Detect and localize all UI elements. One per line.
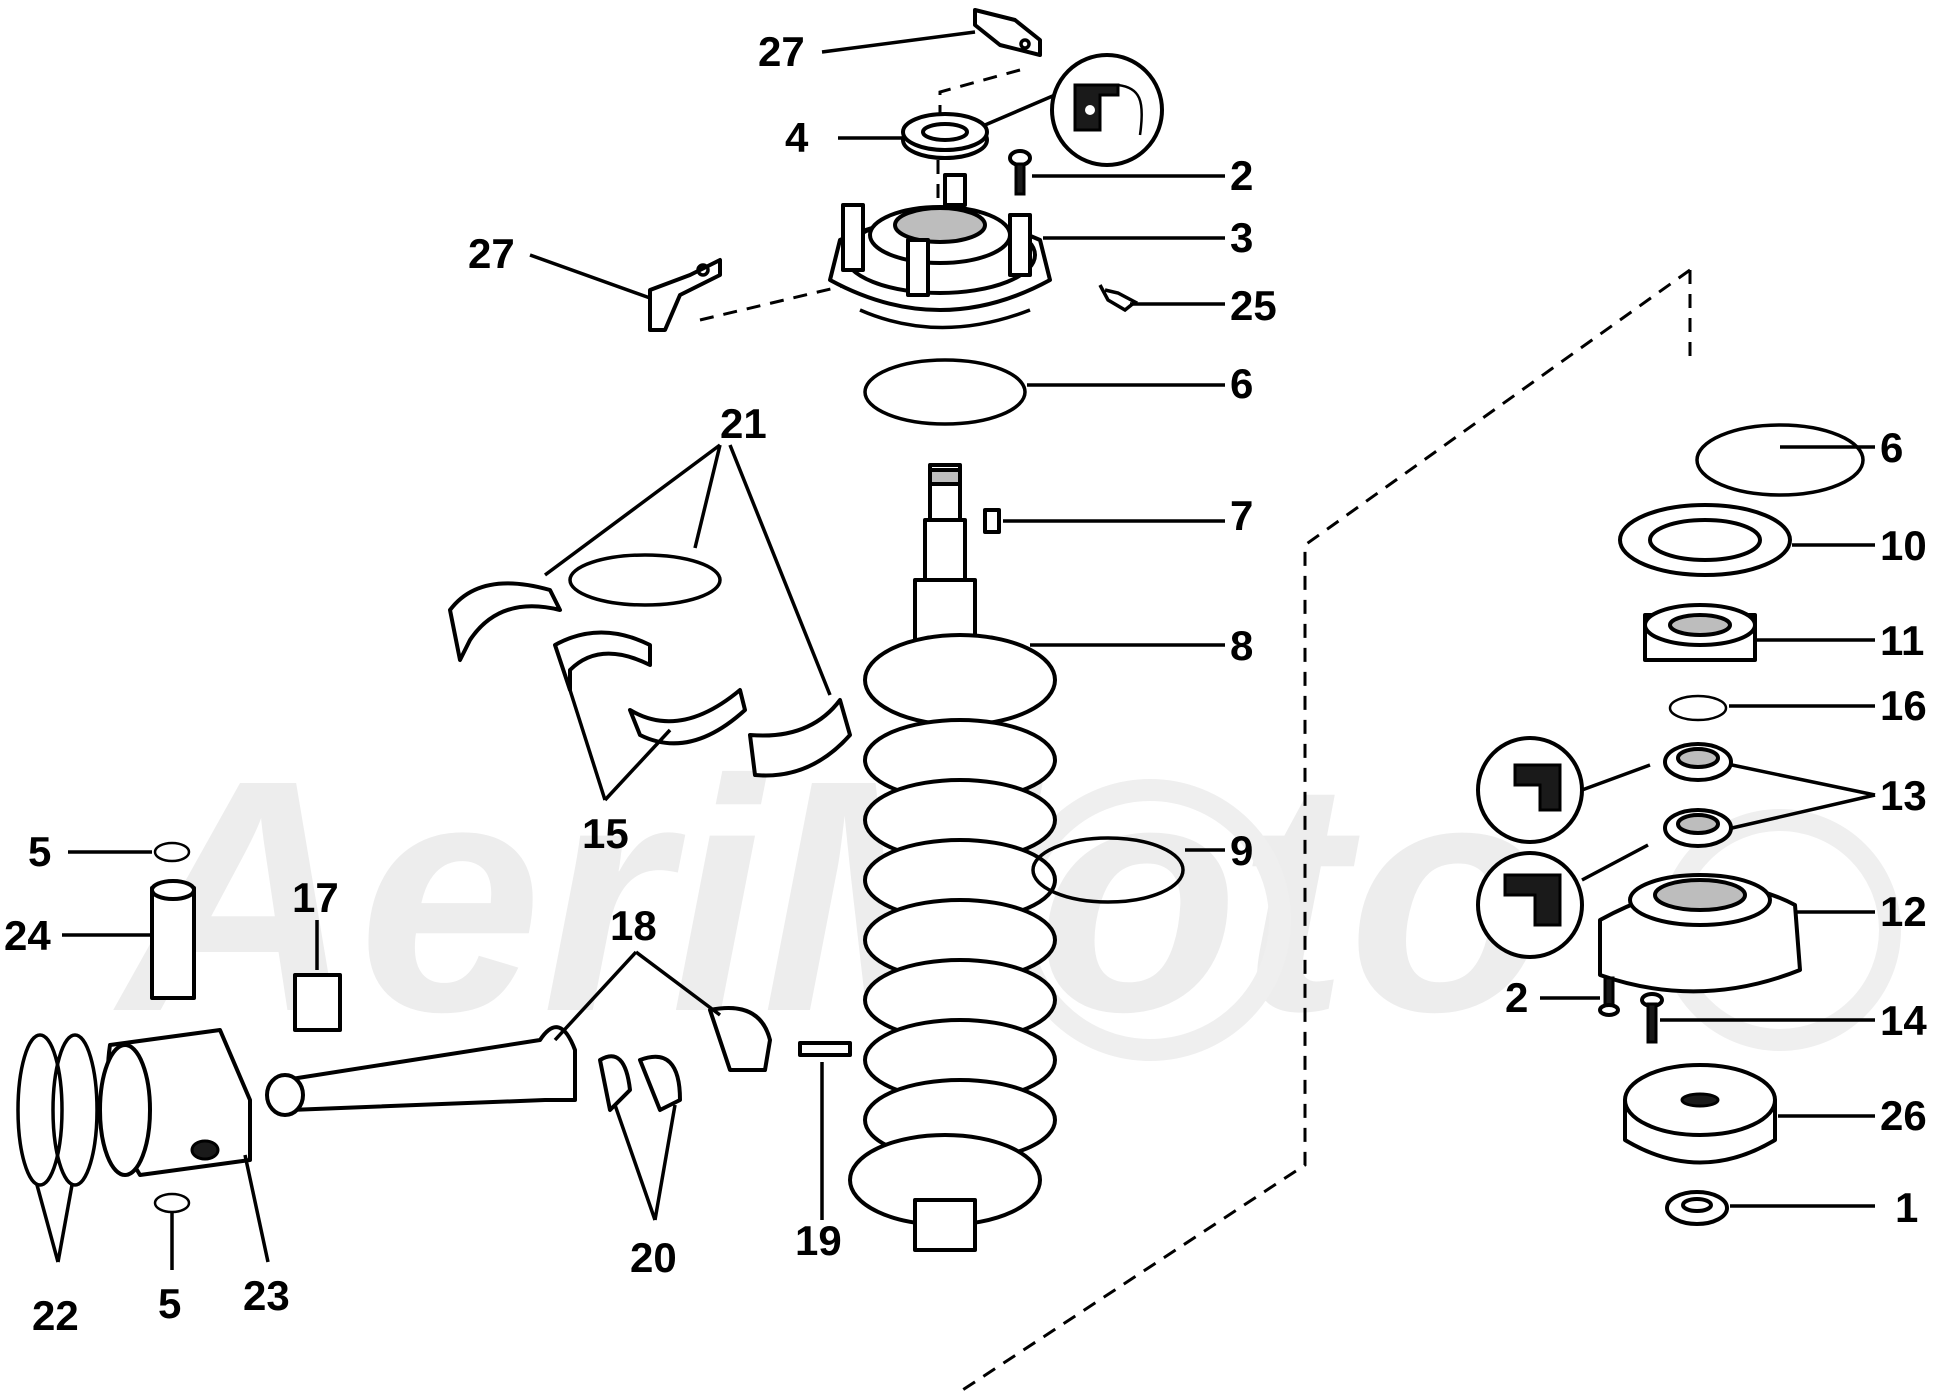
watermark: AeriMoto <box>110 711 1901 1080</box>
callout-5-bottom: 5 <box>158 1280 181 1327</box>
callout-6-center: 6 <box>1230 360 1253 407</box>
callout-22: 22 <box>32 1292 79 1339</box>
needle-bearing-17 <box>293 973 342 1032</box>
section-boundary <box>954 268 1692 1397</box>
watermark-text: AeriMoto <box>110 711 1550 1080</box>
bearing-cage-15-a <box>553 630 652 692</box>
bearing-26 <box>1623 1063 1777 1165</box>
callout-27-top: 27 <box>758 28 805 75</box>
piston-pin-24 <box>150 879 196 1000</box>
seal-section-inset-top <box>1050 53 1164 167</box>
callout-13: 13 <box>1880 772 1927 819</box>
circlip-5-top <box>153 841 191 863</box>
callout-9: 9 <box>1230 827 1253 874</box>
callout-17: 17 <box>292 874 339 921</box>
callout-2-top: 2 <box>1230 152 1253 199</box>
callout-8: 8 <box>1230 622 1253 669</box>
callout-4: 4 <box>785 114 809 161</box>
seal-section-inset-lower <box>1476 851 1584 959</box>
callout-2-right: 2 <box>1505 974 1528 1021</box>
callout-7: 7 <box>1230 492 1253 539</box>
callout-20: 20 <box>630 1234 677 1281</box>
callout-labels: 27 4 2 3 27 25 6 21 6 7 10 8 11 16 15 13… <box>4 28 1927 1339</box>
bearing-housing-3 <box>828 173 1052 330</box>
bearing-20 <box>598 1054 682 1112</box>
oring-6-center <box>863 358 1027 426</box>
nut-1 <box>1665 1190 1729 1226</box>
bolt-2-right <box>1598 976 1620 1017</box>
callout-25: 25 <box>1230 282 1277 329</box>
snap-ring-16 <box>1668 694 1728 722</box>
piston-ring-22-a <box>16 1033 64 1187</box>
link-27-left <box>699 280 861 322</box>
callout-15: 15 <box>582 810 629 857</box>
seal-13-a <box>1663 742 1733 782</box>
callout-27-left: 27 <box>468 230 515 277</box>
ring-9 <box>1031 836 1185 904</box>
bolt-14 <box>1640 992 1664 1044</box>
link-27-top <box>938 68 1021 140</box>
callout-12: 12 <box>1880 888 1927 935</box>
callout-11: 11 <box>1880 617 1924 664</box>
leader-lines <box>35 30 1876 1270</box>
callout-26: 26 <box>1880 1092 1927 1139</box>
callout-18: 18 <box>610 902 657 949</box>
callout-16: 16 <box>1880 682 1927 729</box>
seal-section-inset-upper <box>1476 736 1584 844</box>
callout-1: 1 <box>1895 1184 1918 1231</box>
callout-14: 14 <box>1880 997 1927 1044</box>
oring-6-right <box>1695 423 1865 497</box>
bracket-27-left <box>648 258 722 332</box>
bearing-housing-12 <box>1598 873 1802 994</box>
callout-21: 21 <box>720 400 767 447</box>
callout-19: 19 <box>795 1217 842 1264</box>
callout-3: 3 <box>1230 214 1253 261</box>
seal-4 <box>901 112 989 160</box>
plate-10 <box>1618 503 1792 577</box>
seal-13-b <box>1663 808 1733 848</box>
bearing-cage-15-b <box>628 688 747 746</box>
bearing-half-21-right <box>748 698 852 778</box>
key-7 <box>983 508 1001 534</box>
piston-ring-22-b <box>51 1033 99 1187</box>
callout-6-right: 6 <box>1880 424 1903 471</box>
bearing-11 <box>1643 603 1757 662</box>
bolt-2-top <box>1008 149 1032 196</box>
piston-23 <box>98 1028 252 1177</box>
callout-10: 10 <box>1880 522 1927 569</box>
bracket-27-top <box>973 8 1042 57</box>
circlip-5-bottom <box>153 1192 191 1214</box>
clip-25 <box>1098 284 1139 313</box>
bolt-19 <box>798 1041 852 1057</box>
callout-24: 24 <box>4 912 51 959</box>
crankshaft-8 <box>848 463 1057 1252</box>
ring-21 <box>568 553 722 607</box>
callout-5-top: 5 <box>28 828 51 875</box>
bearing-half-21-left <box>448 581 562 662</box>
callout-23: 23 <box>243 1272 290 1319</box>
